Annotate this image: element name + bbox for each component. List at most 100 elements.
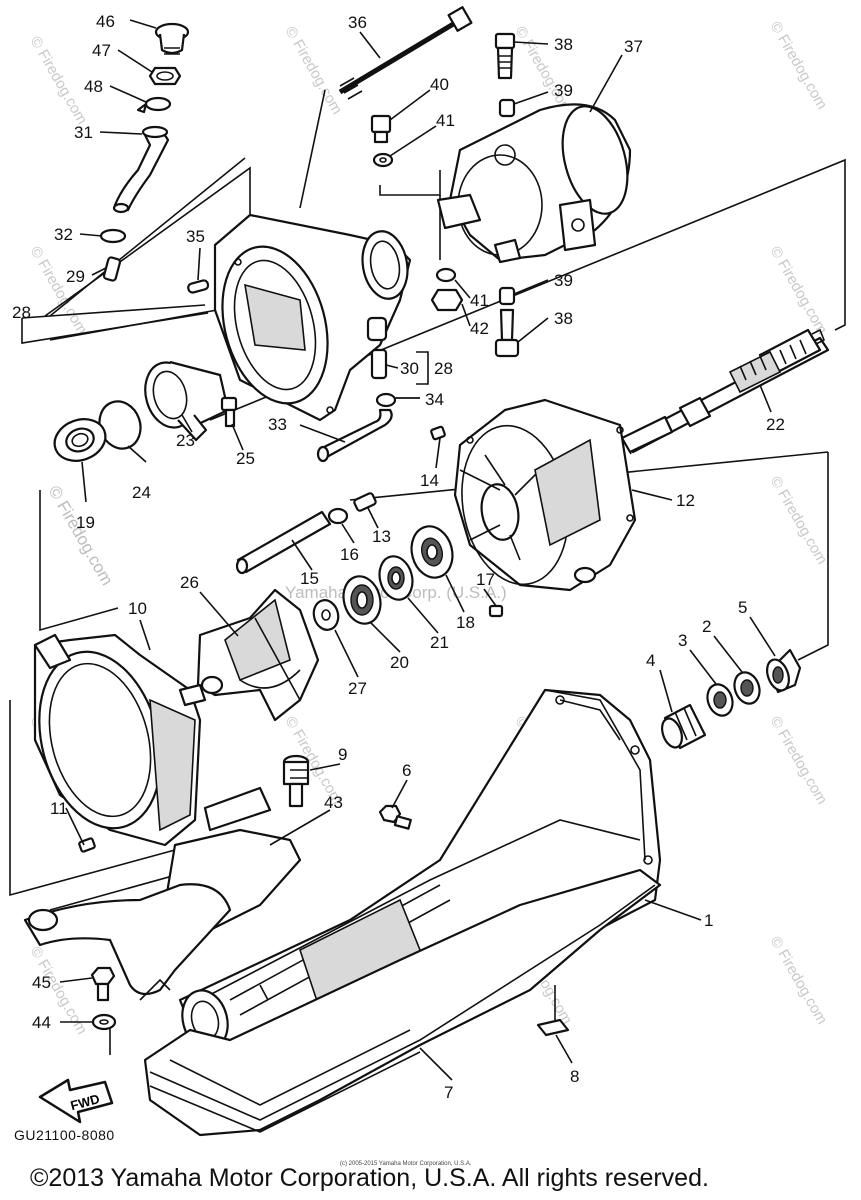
part-7-base-plate <box>143 868 662 1137</box>
part-12-pump-housing <box>453 398 637 592</box>
callout-10: 10 <box>128 599 147 618</box>
callout-19: 19 <box>76 513 95 532</box>
part-36-long-bolt <box>338 6 473 100</box>
leader-lines <box>59 19 776 1081</box>
part-38-bolt-top <box>494 32 516 80</box>
part-6-bolt <box>378 804 412 830</box>
part-38-bolt-bottom <box>494 308 520 358</box>
callout-43: 43 <box>324 793 343 812</box>
callout-42: 42 <box>470 319 489 338</box>
part-16-clip <box>327 507 349 525</box>
watermark-site: © Firedog.com <box>767 244 831 338</box>
callout-44: 44 <box>32 1013 51 1032</box>
part-47-nut <box>148 66 182 86</box>
watermark-site: © Firedog.com <box>767 474 831 568</box>
callout-22: 22 <box>766 415 785 434</box>
copyright-notice: ©2013 Yamaha Motor Corporation, U.S.A. A… <box>30 1164 709 1192</box>
part-41-washer-top <box>372 152 394 168</box>
part-43-cover <box>23 786 302 1001</box>
callout-38-bottom: 38 <box>554 309 573 328</box>
callout-40: 40 <box>430 75 449 94</box>
part-26-impeller <box>196 588 320 722</box>
part-3-seal <box>706 683 734 717</box>
part-21-seal <box>378 555 414 601</box>
part-10-housing <box>33 633 207 847</box>
callout-16: 16 <box>340 545 359 564</box>
callout-4: 4 <box>646 651 655 670</box>
part-9-fitting <box>282 754 310 808</box>
tiny-copyright: (c) 2005-2015 Yamaha Motor Corporation, … <box>340 1161 472 1167</box>
callout-1: 1 <box>704 911 713 930</box>
part-46-cap <box>154 22 190 55</box>
diagram-code: GU21100-8080 <box>14 1127 115 1143</box>
fwd-arrow: FWD <box>38 1078 114 1124</box>
callout-2: 2 <box>702 617 711 636</box>
watermark-site: © Firedog.com <box>45 483 117 589</box>
callout-33: 33 <box>268 415 287 434</box>
part-2-seal <box>733 671 761 705</box>
callout-28-left: 28 <box>12 303 31 322</box>
callout-36: 36 <box>348 13 367 32</box>
part-17-pin <box>488 604 504 618</box>
part-13-bolt <box>353 492 377 512</box>
part-30-fitting <box>370 348 388 380</box>
part-14-pin <box>430 425 446 441</box>
callout-9: 9 <box>338 745 347 764</box>
callout-46: 46 <box>96 12 115 31</box>
part-31-hose <box>112 125 170 214</box>
callout-11: 11 <box>50 799 68 818</box>
part-5-cap <box>766 648 802 694</box>
part-42-nut <box>430 288 464 312</box>
part-40-bolt <box>370 114 392 144</box>
callout-32: 32 <box>54 225 73 244</box>
fwd-label: FWD <box>69 1091 101 1113</box>
part-37-housing <box>436 103 632 264</box>
callout-8: 8 <box>570 1067 579 1086</box>
part-32-clamp <box>99 228 127 244</box>
callout-39-top: 39 <box>554 81 573 100</box>
callout-25: 25 <box>236 449 255 468</box>
part-39-collar-top <box>498 98 516 118</box>
part-41-washer-bottom <box>435 267 457 283</box>
part-18-bearing <box>410 525 454 579</box>
part-20-bearing <box>342 575 382 625</box>
callout-37: 37 <box>624 37 643 56</box>
part-33-hose <box>316 408 393 463</box>
callout-31: 31 <box>74 123 93 142</box>
callout-6: 6 <box>402 761 411 780</box>
callout-39-bottom: 39 <box>554 271 573 290</box>
watermark-site: © Firedog.com <box>767 934 831 1028</box>
part-29-fitting <box>102 256 122 282</box>
part-35-pin <box>187 279 210 294</box>
part-25-bolt <box>220 396 238 428</box>
callouts: 46 47 48 31 32 35 29 28 36 38 37 39 40 4… <box>12 12 785 1102</box>
part-19-bearing <box>53 418 107 462</box>
callout-27: 27 <box>348 679 367 698</box>
part-27-washer <box>312 599 340 631</box>
callout-13: 13 <box>372 527 391 546</box>
callout-7: 7 <box>444 1083 453 1102</box>
part-48-clamp <box>136 96 172 114</box>
callout-34: 34 <box>425 390 444 409</box>
callout-21: 21 <box>430 633 449 652</box>
callout-12: 12 <box>676 491 695 510</box>
callout-28-right: 28 <box>434 359 453 378</box>
callout-14: 14 <box>420 471 439 490</box>
callout-29: 29 <box>66 267 85 286</box>
callout-3: 3 <box>678 631 687 650</box>
part-23-duct <box>144 360 230 442</box>
part-8-plate <box>536 1018 570 1037</box>
callout-48: 48 <box>84 77 103 96</box>
callout-41-bottom: 41 <box>470 291 489 310</box>
callout-17: 17 <box>476 570 495 589</box>
callout-30: 30 <box>400 359 419 378</box>
part-44-washer <box>91 1013 117 1031</box>
callout-23: 23 <box>176 431 195 450</box>
part-34-clamp <box>375 392 420 408</box>
watermark-site: © Firedog.com <box>767 714 831 808</box>
watermark-site: © Firedog.com <box>27 34 91 128</box>
guide-lines <box>9 89 846 1055</box>
callout-15: 15 <box>300 569 319 588</box>
callout-38-top: 38 <box>554 35 573 54</box>
